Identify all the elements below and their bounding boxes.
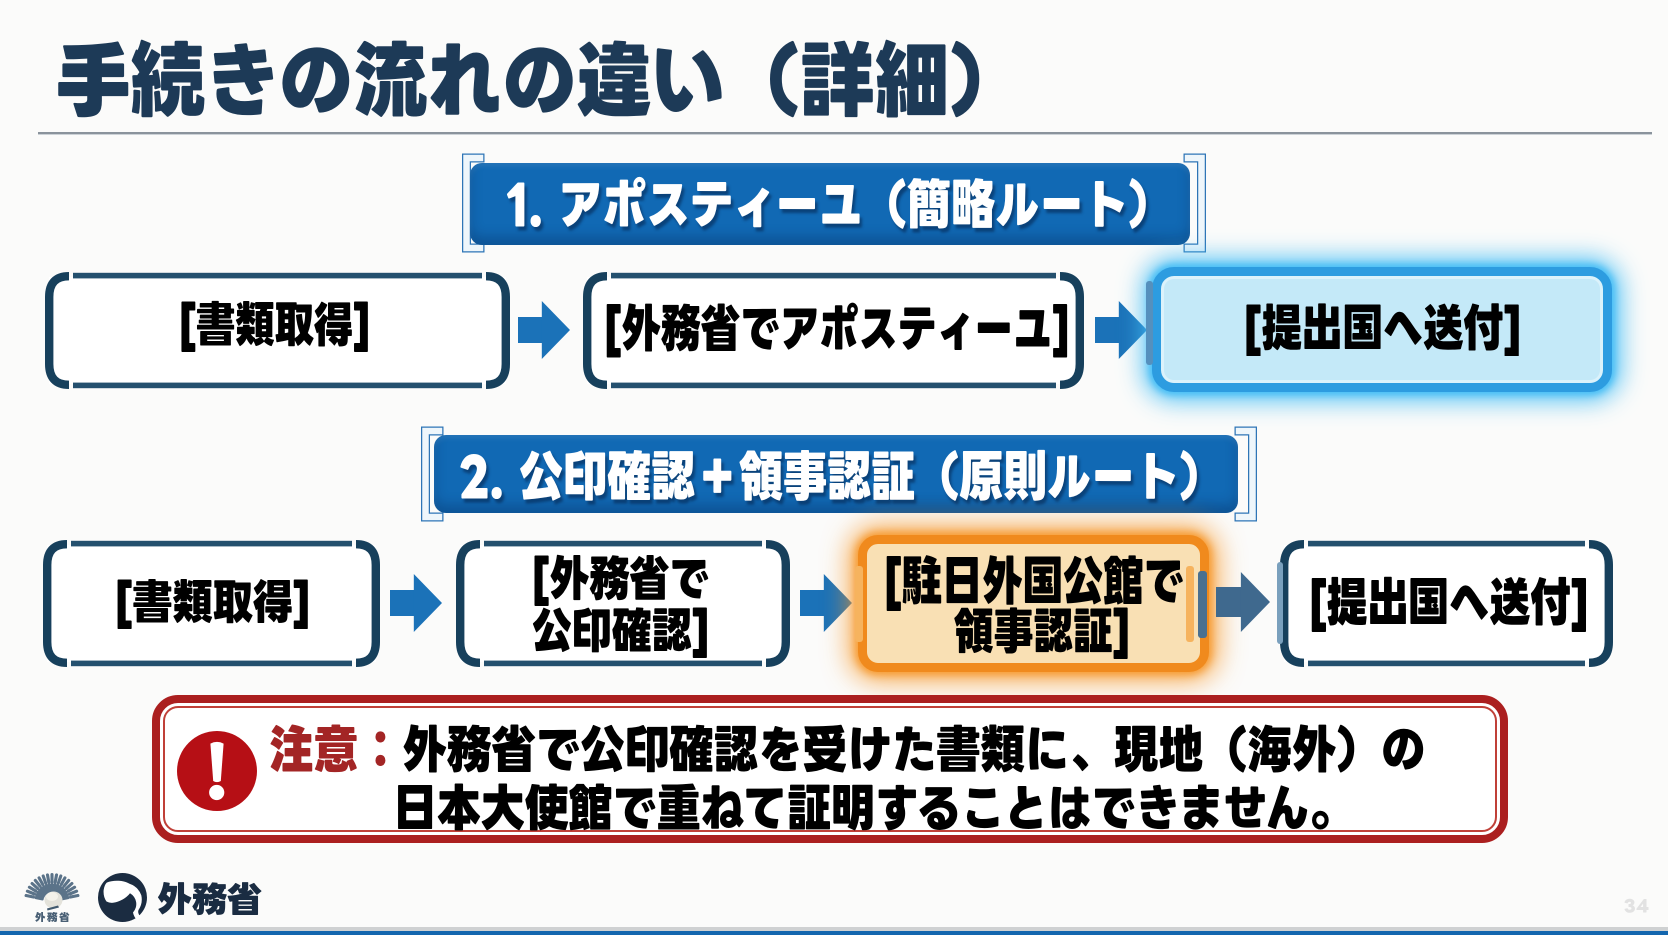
svg-text:外務省: 外務省 <box>35 911 71 923</box>
